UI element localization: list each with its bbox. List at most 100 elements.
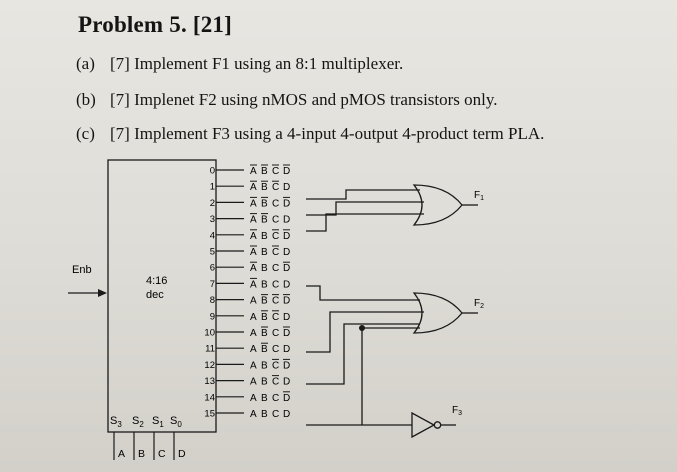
minterm-letter: B: [261, 231, 268, 242]
decoder-output-number: 4: [210, 230, 215, 241]
minterm-letter: B: [261, 296, 268, 307]
minterm-letter: C: [272, 377, 279, 388]
or-gate-f2: [412, 292, 463, 334]
minterm-letter: A: [250, 360, 257, 371]
part-b-label: (b): [76, 90, 96, 109]
minterm-letter: C: [272, 296, 279, 307]
minterm-letter: C: [272, 279, 279, 290]
decoder-box: [107, 159, 217, 433]
decoder-output-number: 12: [204, 360, 215, 371]
minterm-letter: D: [283, 247, 290, 258]
minterm-letter: A: [250, 215, 257, 226]
part-c: (c) [7] Implement F3 using a 4-input 4-ou…: [76, 124, 544, 144]
input-label: D: [178, 448, 186, 460]
minterm-letter: B: [261, 393, 268, 404]
decoder-output-number: 13: [204, 376, 215, 387]
part-a-text: [7] Implement F1 using an 8:1 multiplexe…: [110, 54, 404, 73]
minterm-letter: D: [283, 409, 290, 420]
minterm-letter: B: [261, 312, 268, 323]
part-b: (b) [7] Implenet F2 using nMOS and pMOS t…: [76, 90, 498, 110]
decoder-output-number: 5: [210, 247, 215, 258]
minterm-letter: B: [261, 328, 268, 339]
minterm-letter: D: [283, 393, 290, 404]
decoder-output-number: 1: [210, 182, 215, 193]
part-b-text: [7] Implenet F2 using nMOS and pMOS tran…: [110, 90, 498, 109]
input-label: A: [118, 448, 125, 460]
minterm-letter: C: [272, 393, 279, 404]
minterm-letter: C: [272, 215, 279, 226]
minterm-letter: B: [261, 182, 268, 193]
minterm-letter: A: [250, 393, 257, 404]
minterm-letter: D: [283, 344, 290, 355]
minterm-letter: B: [261, 166, 268, 177]
decoder-output-number: 7: [210, 279, 215, 290]
minterm-letter: B: [261, 409, 268, 420]
minterm-letter: C: [272, 409, 279, 420]
minterm-letter: C: [272, 263, 279, 274]
junction-dot-f2: [359, 325, 365, 331]
minterm-letter: B: [261, 247, 268, 258]
minterm-letter: B: [261, 215, 268, 226]
part-a-label: (a): [76, 54, 95, 73]
decoder-output-number: 0: [210, 166, 215, 177]
minterm-letter: A: [250, 182, 257, 193]
minterm-letter: A: [250, 231, 257, 242]
minterm-letter: D: [283, 296, 290, 307]
minterm-letter: C: [272, 166, 279, 177]
minterm-letter: A: [250, 263, 257, 274]
decoder-output-number: 6: [210, 263, 215, 274]
input-label: B: [138, 448, 145, 460]
minterm-letter: C: [272, 360, 279, 371]
part-c-text: [7] Implement F3 using a 4-input 4-outpu…: [110, 124, 545, 143]
minterm-letter: B: [261, 360, 268, 371]
minterm-letter: A: [250, 296, 257, 307]
output-label-f3: F3: [452, 405, 462, 417]
decoder-label-dec: dec: [146, 289, 164, 301]
minterm-letter: A: [250, 279, 257, 290]
minterm-letter: D: [283, 263, 290, 274]
minterm-letter: C: [272, 312, 279, 323]
minterm-letter: A: [250, 344, 257, 355]
output-label-f2: F2: [474, 298, 484, 310]
minterm-letter: D: [283, 328, 290, 339]
minterm-letter: D: [283, 198, 290, 209]
minterm-letter: A: [250, 312, 257, 323]
decoder-output-number: 14: [204, 392, 215, 403]
minterm-letter: C: [272, 328, 279, 339]
gate-wiring: [306, 189, 424, 426]
minterm-letter: C: [272, 231, 279, 242]
part-c-label: (c): [76, 124, 95, 143]
minterm-letter: D: [283, 215, 290, 226]
minterm-letter: D: [283, 182, 290, 193]
minterm-letter: A: [250, 328, 257, 339]
minterm-letter: B: [261, 344, 268, 355]
minterm-letter: D: [283, 166, 290, 177]
enable-label: Enb: [72, 264, 92, 276]
problem-title: Problem 5. [21]: [78, 12, 232, 37]
minterm-letter: C: [272, 182, 279, 193]
minterm-letter: B: [261, 377, 268, 388]
minterm-letter: A: [250, 409, 257, 420]
minterm-letter: B: [261, 198, 268, 209]
decoder-output-number: 2: [210, 198, 215, 209]
not-gate-f3: [411, 411, 436, 439]
or-gate-f1: [412, 184, 463, 226]
decoder-output-number: 10: [204, 328, 215, 339]
decoder-output-number: 8: [210, 295, 215, 306]
minterm-letter: C: [272, 344, 279, 355]
decoder-output-number: 3: [210, 214, 215, 225]
select-s0: S0: [170, 415, 182, 429]
